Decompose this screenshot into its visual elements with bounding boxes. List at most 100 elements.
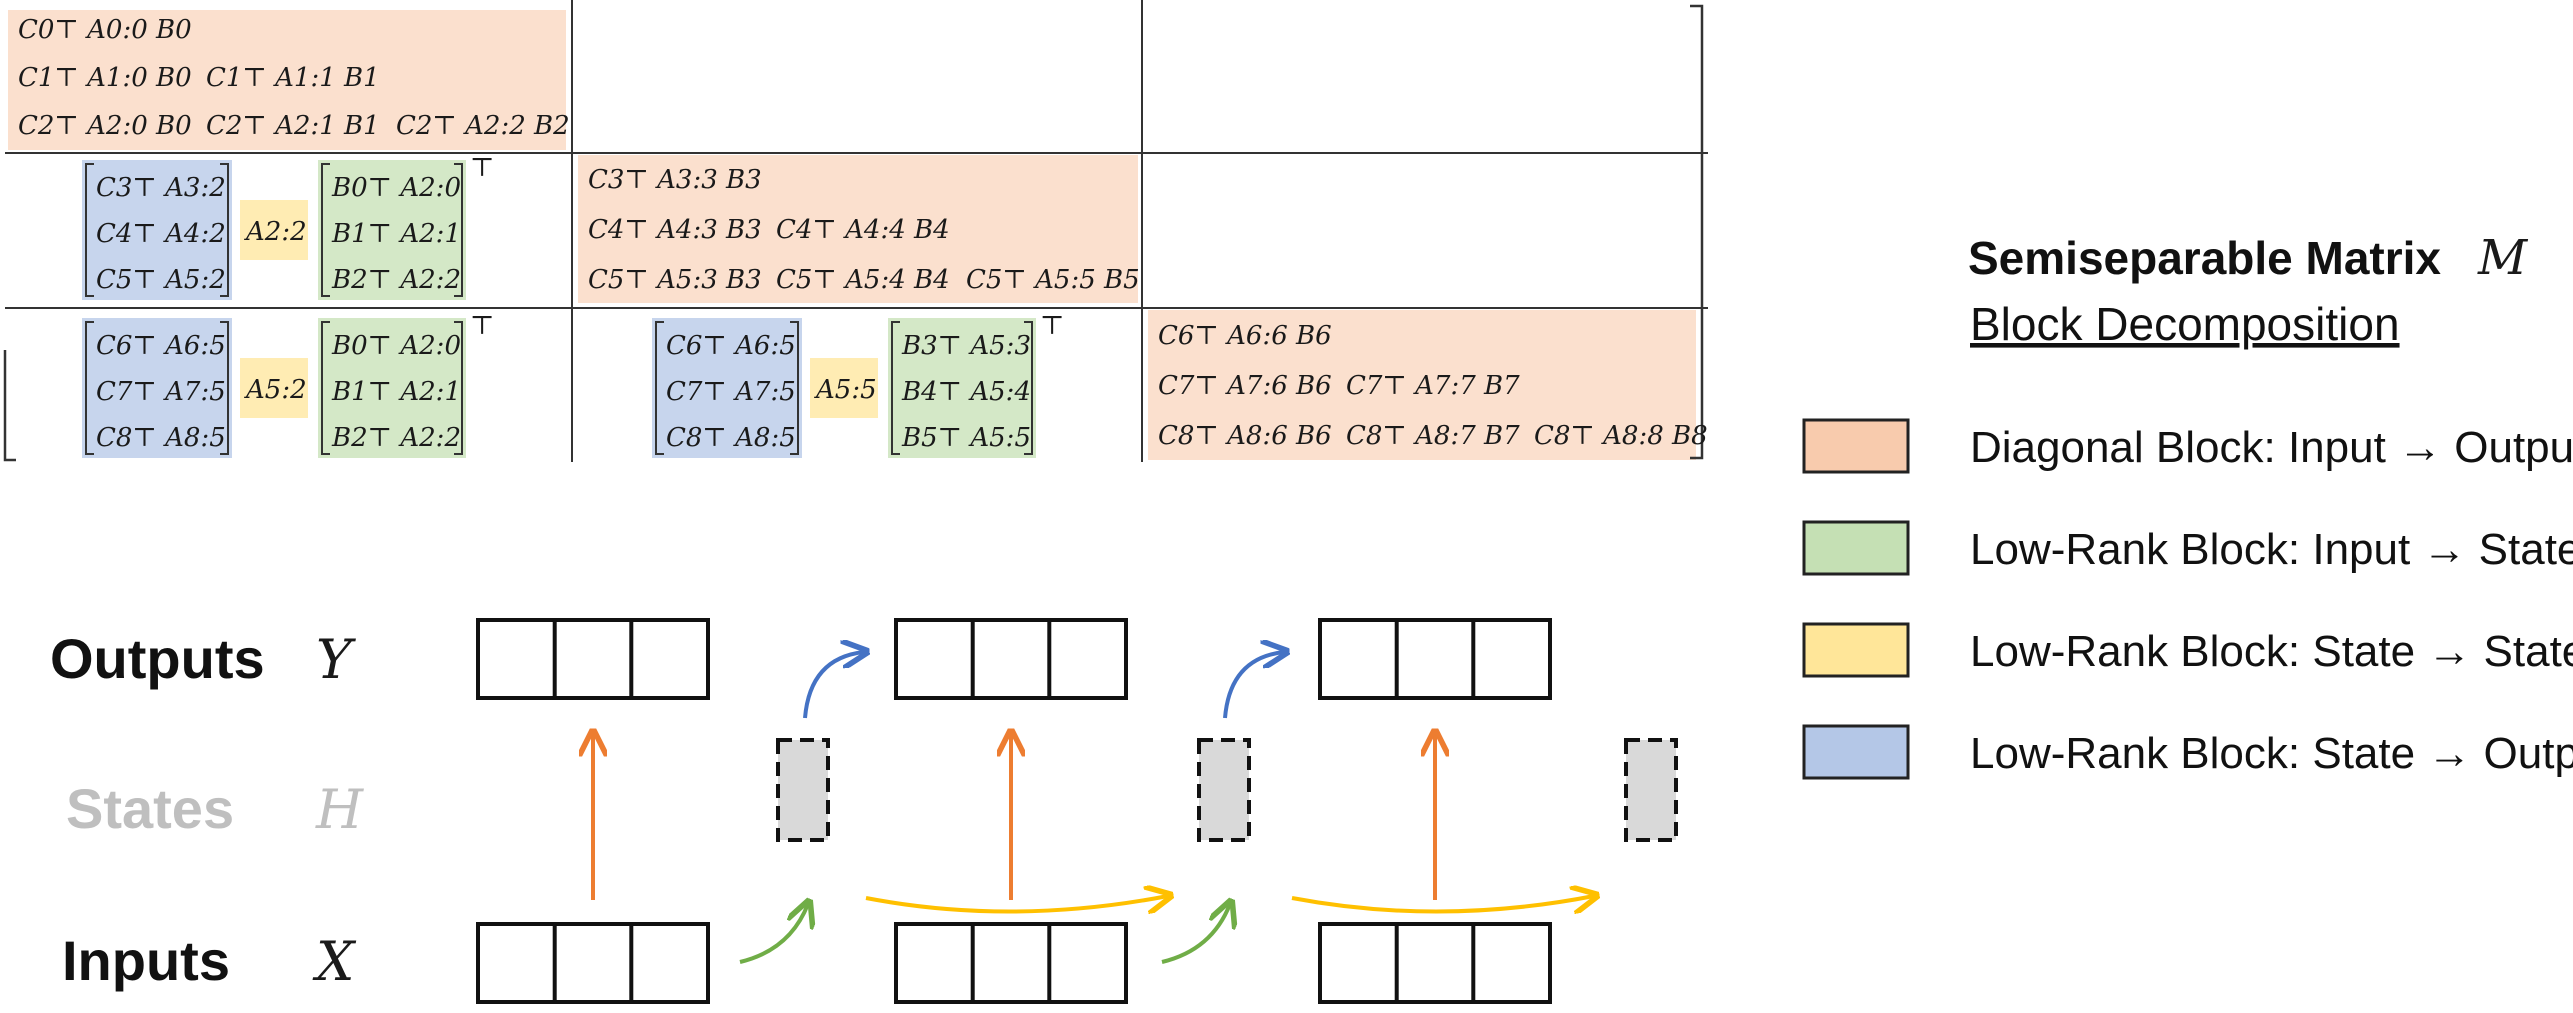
b-term: B5⊤ A5:5 bbox=[901, 423, 1031, 453]
offdiag-20-b-bg bbox=[318, 318, 466, 458]
offdiag-block-21: C6⊤ A6:5 C7⊤ A7:5 C8⊤ A8:5 A5:5 B3⊤ A5:3… bbox=[655, 311, 1064, 455]
legend-swatch-state-state bbox=[1802, 622, 1910, 678]
term: C3⊤ A3:3 B3 bbox=[588, 165, 762, 195]
inputs-label: Inputs bbox=[62, 929, 230, 992]
b-term: B4⊤ A5:4 bbox=[901, 377, 1031, 407]
bracket bbox=[1024, 321, 1033, 455]
term: C7⊤ A7:6 B6 bbox=[1158, 371, 1332, 401]
bracket bbox=[220, 321, 229, 455]
bracket bbox=[321, 321, 330, 455]
input-chunk bbox=[1318, 922, 1552, 1004]
term: C1⊤ A1:1 B1 bbox=[206, 63, 380, 93]
legend-swatch-state-output bbox=[1802, 724, 1910, 780]
b-term: B2⊤ A2:2 bbox=[331, 265, 461, 295]
bracket bbox=[454, 321, 463, 455]
semiseparable-matrix: C0⊤ A0:0 B0 C1⊤ A1:0 B0 C1⊤ A1:1 B1 C2⊤ … bbox=[3, 0, 1708, 462]
legend-title-symbol: M bbox=[2477, 230, 2529, 286]
legend: Semiseparable Matrix M Block Decompositi… bbox=[1802, 230, 2573, 780]
offdiag-21-b-bg bbox=[888, 318, 1036, 458]
offdiag-20-a-bg bbox=[240, 358, 308, 418]
term: C5⊤ A5:5 B5 bbox=[966, 265, 1140, 295]
term: C4⊤ A4:3 B3 bbox=[588, 215, 762, 245]
c-term: C5⊤ A5:2 bbox=[96, 265, 226, 295]
term: C5⊤ A5:4 B4 bbox=[776, 265, 950, 295]
term: C8⊤ A8:8 B8 bbox=[1534, 421, 1708, 451]
term: C2⊤ A2:0 B0 bbox=[18, 111, 192, 141]
c-term: C8⊤ A8:5 bbox=[666, 423, 796, 453]
outputs-symbol: Y bbox=[316, 628, 356, 691]
bracket bbox=[891, 321, 900, 455]
term: C8⊤ A8:7 B7 bbox=[1346, 421, 1520, 451]
c-term: C8⊤ A8:5 bbox=[96, 423, 226, 453]
offdiag-20-c-bg bbox=[82, 318, 232, 458]
offdiag-10-a-bg bbox=[240, 200, 308, 260]
bracket bbox=[321, 163, 330, 297]
outputs-label: Outputs bbox=[50, 627, 265, 690]
states-symbol: H bbox=[315, 778, 364, 841]
state-output-arrow bbox=[1223, 652, 1284, 719]
legend-item-label: Diagonal Block: Input → Output bbox=[1970, 423, 2573, 472]
b-term: B0⊤ A2:0 bbox=[331, 331, 461, 361]
legend-item-label: Low-Rank Block: State → State bbox=[1970, 627, 2573, 676]
b-term: B0⊤ A2:0 bbox=[331, 173, 461, 203]
diag-block-1-bg bbox=[578, 155, 1138, 303]
output-chunk bbox=[476, 618, 710, 700]
diag-block-0-terms: C0⊤ A0:0 B0 C1⊤ A1:0 B0 C1⊤ A1:1 B1 C2⊤ … bbox=[18, 15, 570, 141]
bracket bbox=[454, 163, 463, 297]
input-state-arrow bbox=[739, 904, 808, 964]
a-term: A5:5 bbox=[814, 375, 877, 405]
term: C6⊤ A6:6 B6 bbox=[1158, 321, 1332, 351]
state-box bbox=[1624, 738, 1678, 842]
input-state-arrow bbox=[1161, 904, 1230, 964]
diag-block-0-bg bbox=[8, 10, 566, 150]
a-term: A2:2 bbox=[244, 217, 307, 247]
transpose-mark: ⊤ bbox=[1040, 311, 1064, 341]
bracket bbox=[790, 321, 799, 455]
diag-block-2-bg bbox=[1148, 310, 1696, 460]
diag-block-2-terms: C6⊤ A6:6 B6 C7⊤ A7:6 B6 C7⊤ A7:7 B7 C8⊤ … bbox=[1158, 321, 1708, 451]
term: C2⊤ A2:1 B1 bbox=[206, 111, 380, 141]
state-box bbox=[1197, 738, 1251, 842]
legend-title: Semiseparable Matrix bbox=[1968, 232, 2441, 284]
term: C8⊤ A8:6 B6 bbox=[1158, 421, 1332, 451]
c-term: C6⊤ A6:5 bbox=[96, 331, 226, 361]
matrix-right-bracket bbox=[1690, 4, 1704, 460]
inputs-symbol: X bbox=[312, 930, 357, 993]
state-box bbox=[776, 738, 830, 842]
legend-swatch-diagonal bbox=[1802, 418, 1910, 474]
c-term: C7⊤ A7:5 bbox=[96, 377, 226, 407]
bracket bbox=[85, 321, 94, 455]
legend-subtitle: Block Decomposition bbox=[1970, 298, 2400, 350]
matrix-left-bracket bbox=[3, 350, 16, 462]
state-state-arrow bbox=[1291, 896, 1594, 912]
states-label: States bbox=[66, 777, 234, 840]
offdiag-block-20: C6⊤ A6:5 C7⊤ A7:5 C8⊤ A8:5 A5:2 B0⊤ A2:0… bbox=[85, 311, 494, 455]
term: C0⊤ A0:0 B0 bbox=[18, 15, 192, 45]
diag-block-1-terms: C3⊤ A3:3 B3 C4⊤ A4:3 B3 C4⊤ A4:4 B4 C5⊤ … bbox=[588, 165, 1140, 295]
state-output-arrow bbox=[803, 652, 864, 719]
term: C4⊤ A4:4 B4 bbox=[776, 215, 950, 245]
a-term: A5:2 bbox=[244, 375, 307, 405]
b-term: B1⊤ A2:1 bbox=[331, 377, 461, 407]
offdiag-21-c-bg bbox=[652, 318, 802, 458]
input-chunk bbox=[894, 922, 1128, 1004]
transpose-mark: ⊤ bbox=[470, 311, 494, 341]
term: C2⊤ A2:2 B2 bbox=[396, 111, 570, 141]
c-term: C4⊤ A4:2 bbox=[96, 219, 226, 249]
input-chunk bbox=[476, 922, 710, 1004]
transpose-mark: ⊤ bbox=[470, 153, 494, 183]
bracket bbox=[655, 321, 664, 455]
term: C5⊤ A5:3 B3 bbox=[588, 265, 762, 295]
bracket bbox=[220, 163, 229, 297]
offdiag-block-10: C3⊤ A3:2 C4⊤ A4:2 C5⊤ A5:2 A2:2 B0⊤ A2:0… bbox=[85, 153, 494, 297]
offdiag-21-a-bg bbox=[810, 358, 878, 418]
state-state-arrow bbox=[865, 896, 1168, 912]
offdiag-10-c-bg bbox=[82, 160, 232, 300]
output-chunk bbox=[894, 618, 1128, 700]
legend-item-label: Low-Rank Block: Input → State bbox=[1970, 525, 2573, 574]
legend-swatch-input-state bbox=[1802, 520, 1910, 576]
b-term: B2⊤ A2:2 bbox=[331, 423, 461, 453]
recurrence-diagram: Outputs Y States H Inputs X bbox=[50, 618, 1678, 1004]
